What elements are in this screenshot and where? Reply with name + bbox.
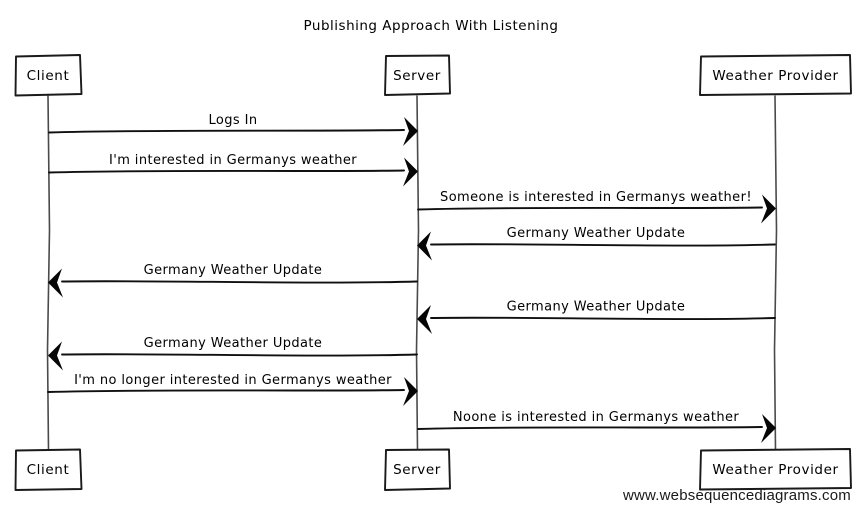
lifeline-weather-provider (773, 95, 778, 451)
message-label-8: I'm no longer interested in Germanys wea… (74, 373, 392, 388)
actor-label-server-top: Server (393, 68, 441, 84)
actor-label-weather-provider-top: Weather Provider (712, 68, 838, 84)
actor-label-weather-provider-bottom: Weather Provider (712, 462, 838, 478)
message-label-7: Germany Weather Update (144, 336, 323, 351)
message-8[interactable]: I'm no longer interested in Germanys wea… (47, 373, 418, 406)
lifeline-server (415, 95, 420, 451)
actor-box-server-top[interactable]: Server (384, 54, 451, 96)
actor-box-weather-provider-bottom[interactable]: Weather Provider (699, 448, 852, 491)
diagram-title: Publishing Approach With Listening (304, 18, 559, 34)
message-label-6: Germany Weather Update (507, 300, 686, 315)
arrow-head-left-icon (417, 231, 432, 261)
message-label-1: Logs In (209, 113, 258, 128)
actor-label-client-top: Client (27, 68, 70, 84)
message-9[interactable]: Noone is interested in Germanys weather (417, 410, 776, 443)
actor-label-client-bottom: Client (27, 462, 70, 478)
arrow-head-right-icon (761, 194, 776, 224)
lifeline-client (46, 95, 51, 451)
arrow-head-left-icon (48, 341, 63, 371)
actor-box-weather-provider-top[interactable]: Weather Provider (699, 54, 852, 96)
message-label-3: Someone is interested in Germanys weathe… (440, 190, 752, 205)
message-2[interactable]: I'm interested in Germanys weather (48, 153, 418, 187)
arrow-head-left-icon (48, 268, 63, 298)
arrow-head-right-icon (761, 414, 776, 443)
arrow-head-right-icon (403, 157, 418, 187)
message-4[interactable]: Germany Weather Update (417, 226, 776, 261)
message-label-9: Noone is interested in Germanys weather (453, 410, 740, 425)
arrow-head-right-icon (403, 377, 418, 406)
message-1[interactable]: Logs In (48, 113, 418, 146)
actor-box-server-bottom[interactable]: Server (384, 448, 451, 491)
message-3[interactable]: Someone is interested in Germanys weathe… (417, 190, 776, 224)
message-label-4: Germany Weather Update (507, 226, 686, 241)
actor-box-client-top[interactable]: Client (14, 54, 83, 97)
arrow-head-left-icon (417, 305, 432, 334)
message-5[interactable]: Germany Weather Update (48, 263, 418, 298)
arrow-head-right-icon (403, 117, 418, 146)
message-label-2: I'm interested in Germanys weather (109, 153, 357, 168)
message-7[interactable]: Germany Weather Update (48, 336, 418, 371)
actor-box-client-bottom[interactable]: Client (14, 448, 83, 491)
message-6[interactable]: Germany Weather Update (417, 300, 776, 335)
watermark: www.websequencediagrams.com (622, 487, 851, 504)
actor-label-server-bottom: Server (393, 462, 441, 478)
message-label-5: Germany Weather Update (144, 263, 323, 278)
